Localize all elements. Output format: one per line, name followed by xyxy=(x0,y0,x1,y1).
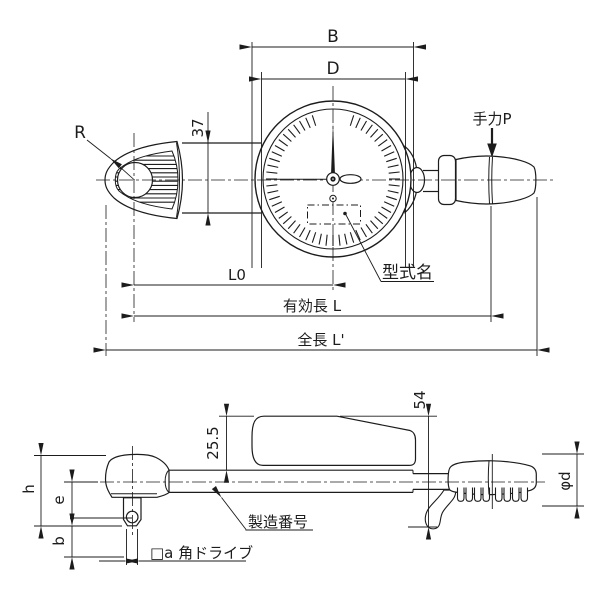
centerlines-side xyxy=(100,446,545,536)
serial-leader xyxy=(211,485,247,530)
top-view: B D 37 R 手力P 型式名 L0 有効長 L 全長 L' xyxy=(74,27,556,356)
head-neck xyxy=(182,142,261,214)
grip-side xyxy=(447,454,537,509)
follower-pointer xyxy=(339,174,362,184)
overall-length-label: 全長 L' xyxy=(297,331,344,349)
effective-length-label: 有効長 L xyxy=(283,297,342,315)
dim-h-label: h xyxy=(20,484,38,494)
main-needle xyxy=(330,122,336,180)
dim-54-label: 54 xyxy=(411,390,429,409)
finger-grooves xyxy=(456,487,529,502)
serial-number-label: 製造番号 xyxy=(248,513,308,531)
dim-phid-label: φd xyxy=(556,471,574,490)
dial-needles xyxy=(270,122,362,203)
dim-B-label: B xyxy=(327,27,339,47)
radius-leader xyxy=(86,139,122,169)
dial-housing-side xyxy=(251,415,417,466)
model-name-label: 型式名 xyxy=(382,263,433,283)
labels-side: 25.5 54 h e b φd 製造番号 □a 角ドライブ xyxy=(20,390,574,562)
hanger-hook xyxy=(424,489,457,530)
model-name-plate xyxy=(307,204,361,225)
model-leader-dot xyxy=(343,211,347,216)
dim-b-label: b xyxy=(50,536,68,546)
dim-D-label: D xyxy=(326,59,339,79)
beam xyxy=(169,469,449,493)
hand-force-arrow xyxy=(487,128,497,158)
radius-leader-tail xyxy=(110,158,135,181)
model-leader xyxy=(345,214,382,282)
hand-force-label: 手力P xyxy=(472,110,511,128)
handle-neck xyxy=(423,169,439,193)
dim-L0-label: L0 xyxy=(228,266,246,284)
dial-ticks xyxy=(266,115,400,246)
radius-label: R xyxy=(74,123,86,143)
centerlines-top xyxy=(96,86,556,356)
labels-top: B D 37 R 手力P 型式名 L0 有効長 L 全長 L' xyxy=(74,27,511,349)
dimensions-side xyxy=(34,403,584,570)
dim-25-5-label: 25.5 xyxy=(204,426,222,459)
square-drive-label: □a 角ドライブ xyxy=(150,544,253,562)
dim-37-label: 37 xyxy=(189,118,207,137)
dimensions-top xyxy=(86,42,550,356)
dim-e-label: e xyxy=(50,495,68,504)
ratchet-head-side xyxy=(104,453,170,527)
side-view: 25.5 54 h e b φd 製造番号 □a 角ドライブ xyxy=(20,390,584,570)
